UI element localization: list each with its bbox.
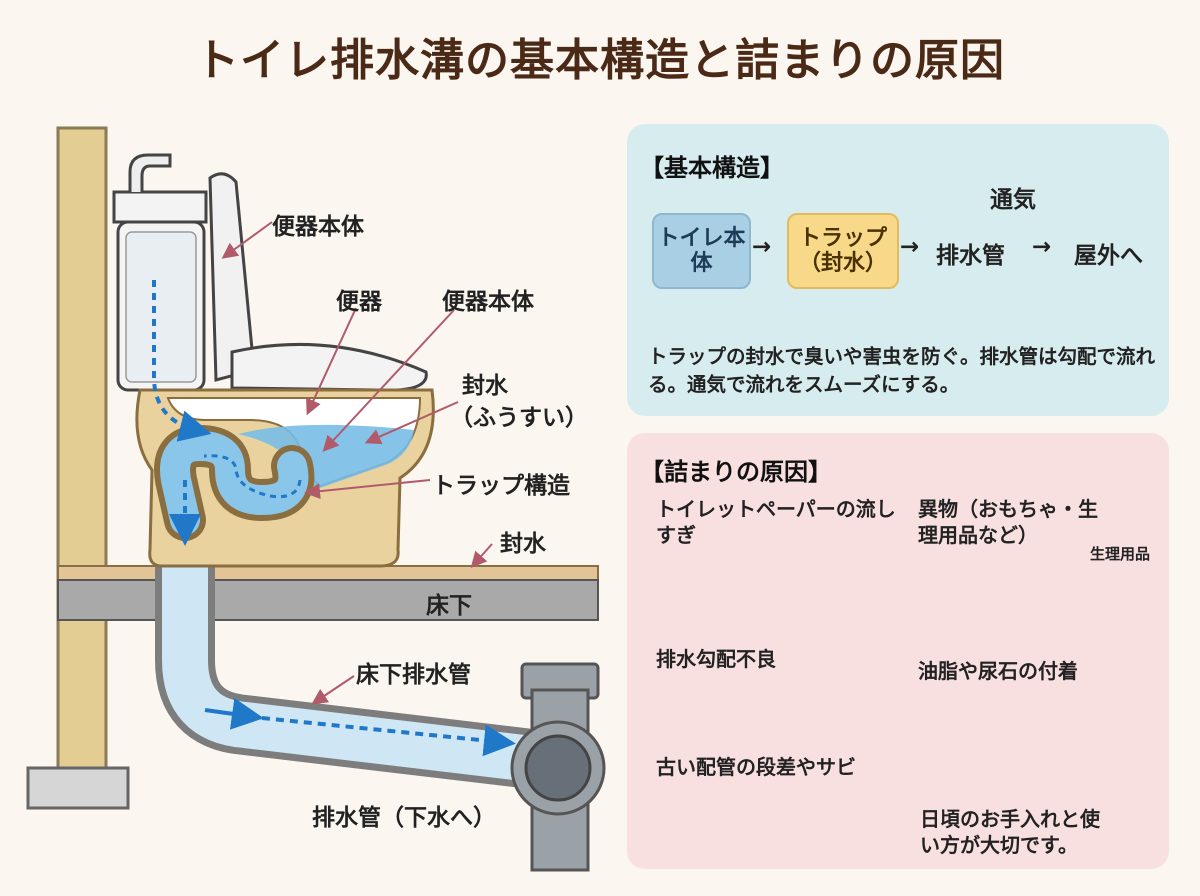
tank-lid <box>112 190 208 224</box>
cause-foreign-object: 異物（おもちゃ・生理用品など） <box>918 497 1098 547</box>
label-seal-water-2: 封水 <box>500 531 546 557</box>
arrow-2: → <box>900 234 920 260</box>
label-underfloor: 床下 <box>426 593 472 619</box>
label-seal-water-1: 封水 <box>462 373 508 399</box>
cause-paper: トイレットペーパーの流しすぎ <box>656 497 896 547</box>
trap-pipe-water <box>160 430 309 535</box>
leader-underfloor-pipe <box>311 675 355 705</box>
base-block <box>26 766 130 810</box>
leader-toilet <box>306 307 357 416</box>
toilet-lid <box>208 172 256 382</box>
cause-grease: 油脂や尿石の付着 <box>918 659 1078 683</box>
tank-flow-arrow <box>152 280 212 442</box>
leader-trap <box>304 479 431 500</box>
arrow-1: → <box>752 234 772 260</box>
structure-heading: 【基本構造】 <box>640 154 784 182</box>
wall <box>56 126 108 810</box>
tank-faucet <box>128 153 172 192</box>
label-drain-pipe: 排水管（下水へ） <box>312 805 496 831</box>
cause-heading: 【詰まりの原因】 <box>640 458 832 486</box>
leader-toilet-body-2 <box>322 309 455 452</box>
drain-pipe-opening <box>524 734 592 802</box>
leader-seal-water-1 <box>364 401 459 445</box>
label-toilet-body-1: 便器本体 <box>272 214 364 240</box>
cause-panel <box>627 433 1169 869</box>
label-trap-structure: トラップ構造 <box>432 473 570 499</box>
label-underfloor-pipe: 床下排水管 <box>356 662 471 688</box>
label-toilet-body-2: 便器本体 <box>442 289 534 315</box>
structure-description: トラップの封水で臭いや害虫を防ぐ。排水管は勾配で流れる。通気で流れをスムーズにす… <box>648 345 1156 397</box>
care-note: 日頃のお手入れと使い方が大切です。 <box>920 807 1100 857</box>
leader-seal-water-2 <box>470 543 493 568</box>
page-title: トイレ排水溝の基本構造と詰まりの原因 <box>195 35 1005 86</box>
cause-rust: 古い配管の段差やサビ <box>656 755 856 779</box>
leader-toilet-body-1 <box>221 221 273 259</box>
pipe-flow-arrow-2 <box>261 716 516 757</box>
underfloor-slab <box>57 579 599 621</box>
toilet-body-box: トイレ本体 <box>652 213 751 289</box>
struct-ventilation-label: 通気 <box>990 187 1036 213</box>
cause-slope: 排水勾配不良 <box>656 647 776 671</box>
trap-flow-arrow <box>203 454 302 499</box>
pipe-flow-arrow-1 <box>204 697 264 730</box>
sanitary-item-label: 生理用品 <box>1090 545 1151 563</box>
trap-box: トラップ（封水） <box>787 213 899 289</box>
struct-drain-pipe-label: 排水管 <box>936 243 1005 269</box>
arrow-3: → <box>1032 234 1052 260</box>
struct-outdoor-label: 屋外へ <box>1074 243 1143 269</box>
label-seal-water-reading: （ふうすい） <box>450 405 588 431</box>
floor-board <box>57 565 599 581</box>
label-toilet: 便器 <box>336 289 382 315</box>
